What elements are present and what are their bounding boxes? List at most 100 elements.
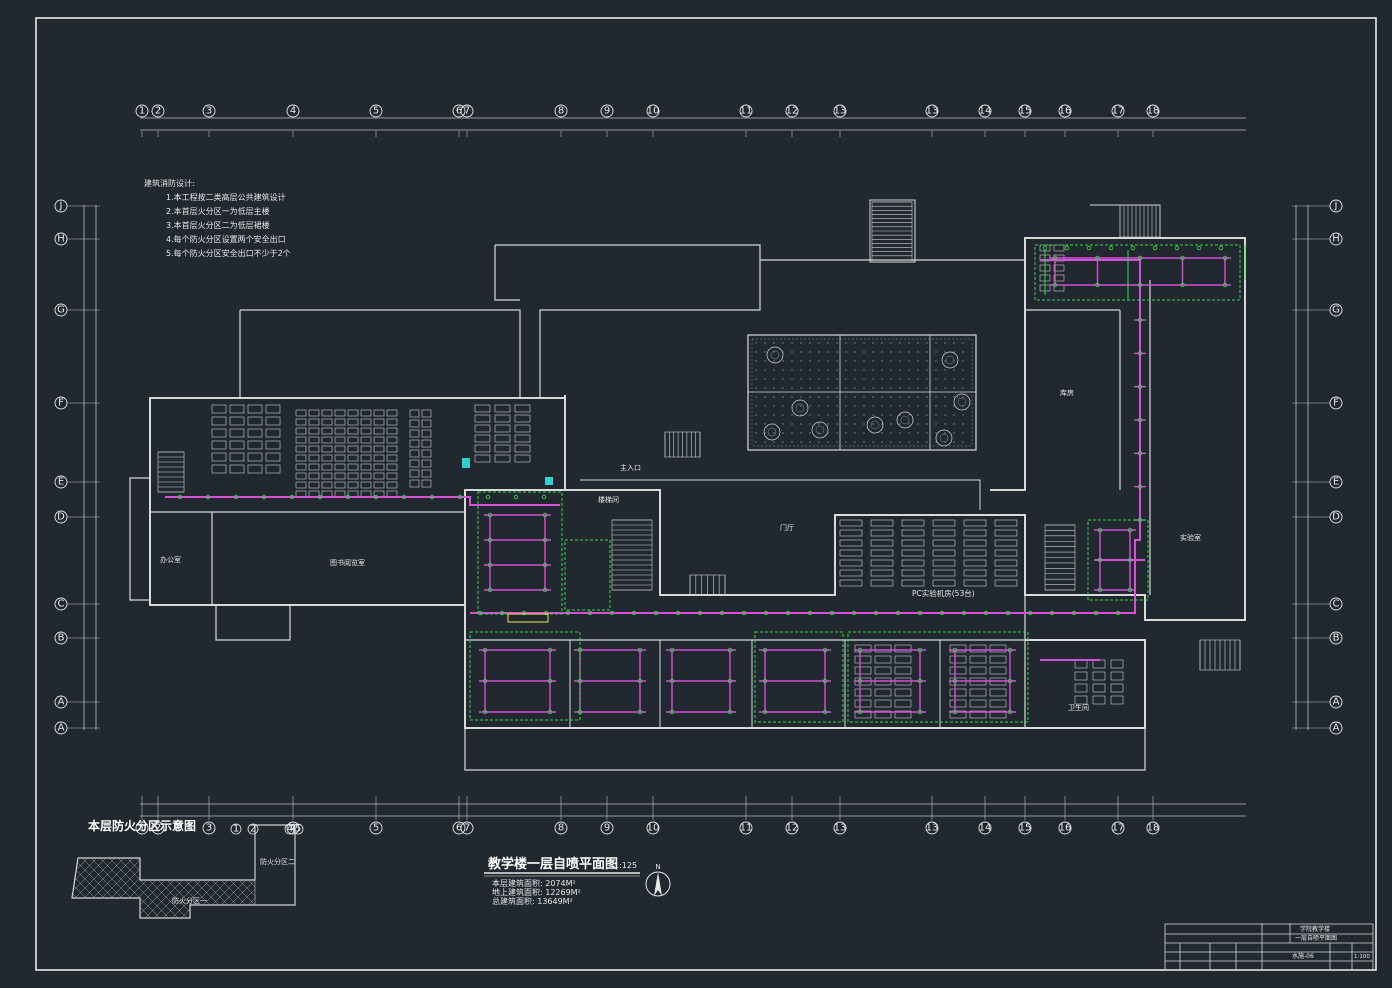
sprinkler-branches — [479, 257, 1231, 713]
grid-column-label: 6 — [456, 823, 462, 834]
sprinkler-main-pipe — [165, 259, 1145, 661]
grid-column-label: 12 — [786, 823, 799, 834]
grid-bubble-column: 6 — [452, 796, 466, 835]
grid-column-label: 13 — [926, 823, 939, 834]
design-note-4: 4.每个防火分区设置两个安全出口 — [166, 234, 286, 244]
room-label-entrance: 主入口 — [620, 463, 641, 472]
grid-bubble-column: 5 — [369, 796, 383, 835]
room-label-office: 办公室 — [160, 555, 181, 564]
grid-bubble-row: A — [54, 721, 100, 735]
grid-bubble-column: 10 — [646, 104, 660, 137]
room-label-library: 图书阅览室 — [330, 558, 365, 567]
sprinkler-heads — [177, 245, 1228, 715]
stat-total-area: 总建筑面积: 13649M² — [492, 896, 573, 906]
grid-bubble-row: D — [1292, 510, 1343, 524]
stat-floor-area: 本层建筑面积: 2074M² — [492, 878, 576, 888]
grid-bubble-row: E — [54, 475, 100, 489]
grid-bubble-row: D — [54, 510, 100, 524]
room-labels: PC实验机房(53台) 图书阅览室 办公室 门厅 实验室 库房 卫生间 楼梯间 … — [160, 388, 1201, 712]
drawing-title-block: 教学楼一层自喷平面图 1:125 本层建筑面积: 2074M² 地上建筑面积: … — [484, 856, 671, 906]
grid-column-label: 16 — [1059, 823, 1072, 834]
fire-zone-hatch — [72, 858, 255, 918]
stat-above-ground-area: 地上建筑面积: 12269M² — [492, 887, 581, 897]
courtyard-planter — [747, 334, 977, 451]
grid-bubble-column: 11 — [739, 104, 753, 137]
room-label-pc: PC实验机房(53台) — [912, 588, 975, 598]
grid-row-label: A — [58, 697, 65, 708]
fire-zone-axis-label: 5 — [295, 824, 301, 835]
grid-row-label: J — [59, 201, 63, 212]
grid-bubble-row: B — [1292, 631, 1343, 645]
grid-row-label: E — [58, 477, 64, 488]
grid-row-label: G — [57, 305, 65, 316]
grid-bubble-column: 13 — [925, 796, 939, 835]
grid-row-label: C — [58, 599, 65, 610]
grid-column-label: 18 — [1147, 823, 1160, 834]
grid-column-label: 15 — [1019, 106, 1032, 117]
grid-row-label: D — [57, 512, 65, 523]
grid-bubble-row: E — [1292, 475, 1343, 489]
grid-bubble-column: 4 — [286, 104, 300, 137]
fire-zone-inset-title: 本层防火分区示意图 — [88, 818, 196, 833]
grid-row-label: E — [1333, 477, 1339, 488]
water-flow-indicator — [462, 458, 470, 468]
drawing-frame — [35, 17, 1377, 971]
grid-row-label: D — [1332, 512, 1340, 523]
grid-bubble-column: 8 — [554, 796, 568, 835]
fire-zone-axis-label: 1 — [233, 824, 239, 835]
grid-column-label: 11 — [740, 106, 753, 117]
grid-column-label: 3 — [206, 823, 212, 834]
grid-row-label: F — [1333, 398, 1339, 409]
grid-bubble-column: 12 — [785, 104, 799, 137]
dimension-chains — [83, 117, 1309, 817]
building-walls — [129, 199, 1246, 771]
grid-column-label: 3 — [206, 106, 212, 117]
title-block-scale: 1:100 — [1354, 954, 1370, 960]
grid-bubble-column: 13 — [925, 104, 939, 137]
room-label-lab: 实验室 — [1180, 533, 1201, 542]
grid-row-label: H — [57, 234, 65, 245]
grid-bubble-column: 12 — [785, 796, 799, 835]
grid-bubble-row: A — [54, 695, 100, 709]
room-label-storage: 库房 — [1060, 388, 1074, 397]
grid-column-label: 8 — [558, 823, 564, 834]
grid-bubble-column: 7 — [460, 796, 474, 835]
grid-row-label: J — [1334, 201, 1338, 212]
grid-bubble-column: 10 — [646, 796, 660, 835]
design-note-3: 3.本首层火分区二为低层裙楼 — [166, 220, 270, 230]
fire-zone-axis-label: 2 — [250, 824, 256, 835]
grid-bubble-column: 3 — [202, 796, 216, 835]
grid-column-label: 12 — [786, 106, 799, 117]
grid-column-label: 9 — [604, 106, 610, 117]
grid-column-label: 9 — [604, 823, 610, 834]
grid-bubble-column: 13 — [833, 796, 847, 835]
grid-bubble-column: 3 — [202, 104, 216, 137]
seating-blocks — [211, 244, 1124, 719]
grid-bubble-column: 14 — [978, 796, 992, 835]
grid-bubble-column: 17 — [1111, 104, 1125, 137]
grid-bubble-column: 2 — [151, 796, 165, 835]
grid-bubble-row: C — [54, 597, 100, 611]
grid-column-label: 17 — [1112, 823, 1125, 834]
grid-column-label: 13 — [926, 106, 939, 117]
drawing-title: 教学楼一层自喷平面图 — [487, 856, 618, 872]
grid-column-label: 10 — [647, 106, 660, 117]
courtyard-trees — [755, 342, 971, 447]
grid-row-label: C — [1333, 599, 1340, 610]
grid-column-label: 7 — [464, 823, 470, 834]
grid-row-label: A — [1333, 697, 1340, 708]
fire-zone-2-label: 防火分区二 — [260, 857, 295, 866]
grid-bubble-column: 18 — [1146, 104, 1160, 137]
grid-bubble-row: A — [1292, 695, 1343, 709]
grid-bubble-column: 14 — [978, 104, 992, 137]
alarm-valve — [507, 613, 549, 623]
grid-column-label: 4 — [290, 106, 296, 117]
grid-column-label: 1 — [139, 823, 145, 834]
grid-column-label: 5 — [373, 823, 379, 834]
grid-column-label: 6 — [456, 106, 462, 117]
grid-bubble-column: 18 — [1146, 796, 1160, 835]
